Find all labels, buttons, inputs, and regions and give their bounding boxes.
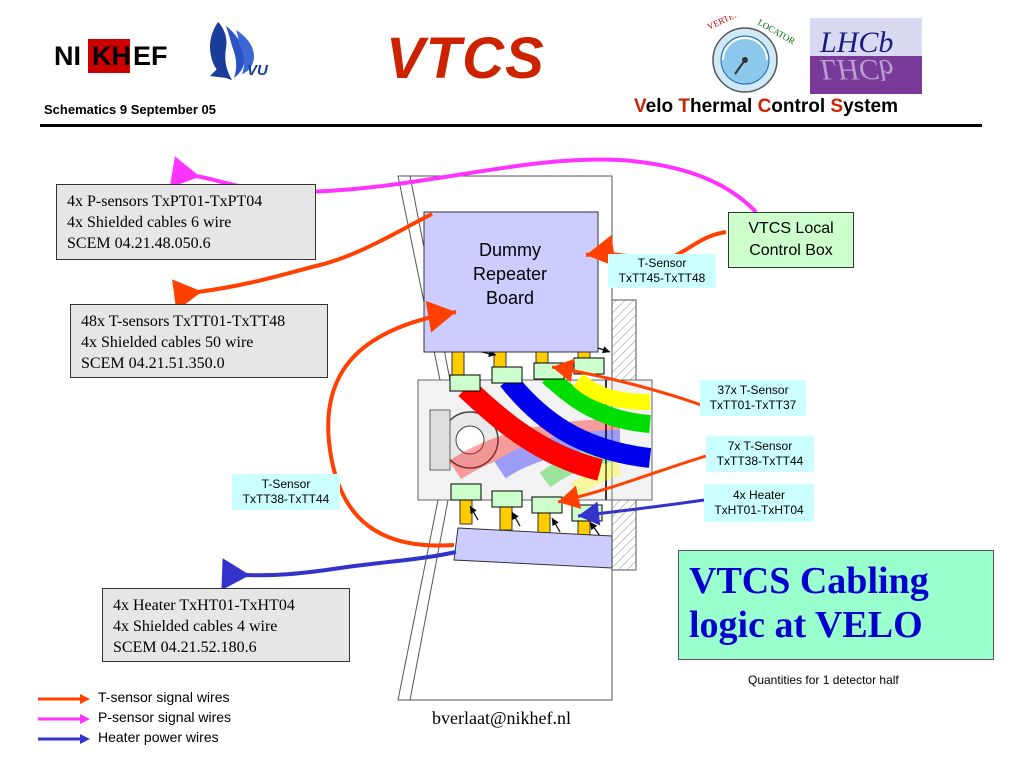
svg-text:LHCb: LHCb — [819, 53, 893, 86]
subtitle: Velo Thermal Control System — [634, 96, 898, 118]
date-line: Schematics 9 September 05 — [44, 102, 216, 117]
t-sensor-wire-board-out — [172, 212, 433, 312]
legend-item-t-sensor: T-sensor signal wires — [36, 688, 296, 708]
t-sensors-box: 48x T-sensors TxTT01-TxTT48 4x Shielded … — [70, 304, 328, 378]
label-tsensor-38-44-right: 7x T-Sensor TxTT38-TxTT44 — [706, 436, 814, 472]
svg-text:NI: NI — [54, 41, 81, 71]
label-tsensor-1-37: 37x T-Sensor TxTT01-TxTT37 — [700, 380, 806, 416]
page-title: VTCS — [386, 26, 545, 91]
legend-label-p-sensor: P-sensor signal wires — [98, 709, 232, 725]
t-sensor-wire-7 — [557, 454, 707, 509]
legend-label-t-sensor: T-sensor signal wires — [98, 689, 230, 705]
heaters-box: 4x Heater TxHT01-TxHT04 4x Shielded cabl… — [102, 588, 350, 662]
p-sensors-line-1: 4x P-sensors TxPT01-TxPT04 — [67, 193, 263, 210]
p-sensors-line-2: 4x Shielded cables 6 wire — [67, 214, 232, 231]
legend-arrow-t-icon — [38, 694, 90, 704]
legend-arrow-p-icon — [38, 714, 90, 724]
header-divider — [40, 124, 982, 127]
vu-logo — [190, 16, 270, 88]
flex-cables — [458, 369, 652, 481]
dummy-board-line-2: Repeater — [472, 264, 548, 284]
svg-text:EF: EF — [133, 41, 168, 71]
legend: T-sensor signal wires P-sensor signal wi… — [36, 688, 296, 752]
subtitle-cap-s: S — [830, 96, 844, 117]
heaters-line-3: SCEM 04.21.52.180.6 — [113, 639, 257, 656]
t-sensors-line-3: SCEM 04.21.51.350.0 — [81, 355, 225, 372]
legend-label-heater: Heater power wires — [98, 729, 219, 745]
cabling-title-line-1: VTCS Cabling — [689, 560, 929, 602]
flange-hatch-top — [611, 299, 637, 381]
lhcb-logo: LHCb LHCb — [810, 18, 922, 94]
label-tsensor-45-48-line-1: T-Sensor — [637, 256, 687, 270]
label-tsensor-38-44-left: T-Sensor TxTT38-TxTT44 — [232, 474, 340, 510]
label-tsensor-1-37-line-1: 37x T-Sensor — [717, 383, 789, 397]
legend-item-p-sensor: P-sensor signal wires — [36, 708, 296, 728]
t-sensors-line-1: 48x T-sensors TxTT01-TxTT48 — [81, 313, 286, 330]
heater-wire-right — [577, 498, 705, 526]
quantities-note: Quantities for 1 detector half — [748, 673, 899, 687]
label-tsensor-38-44-left-line-2: TxTT38-TxTT44 — [242, 492, 330, 506]
legend-item-heater: Heater power wires — [36, 728, 296, 748]
subtitle-cap-v: V — [634, 96, 646, 117]
subtitle-cap-c: C — [757, 96, 772, 117]
label-tsensor-1-37-line-2: TxTT01-TxTT37 — [709, 398, 797, 412]
local-control-box: VTCS Local Control Box — [728, 212, 854, 268]
svg-text:KH: KH — [92, 41, 131, 71]
svg-text:LHCb: LHCb — [819, 26, 893, 59]
heaters-line-1: 4x Heater TxHT01-TxHT04 — [113, 597, 295, 614]
local-control-box-line-1: VTCS Local — [748, 220, 834, 237]
t-sensor-wire-loop — [326, 300, 457, 548]
subtitle-cap-t: T — [678, 96, 690, 117]
legend-arrow-h-icon — [38, 734, 90, 744]
label-heater-right: 4x Heater TxHT01-TxHT04 — [704, 484, 814, 522]
t-sensors-line-2: 4x Shielded cables 50 wire — [81, 334, 254, 351]
vu-logo-text: VU — [247, 62, 268, 79]
label-tsensor-45-48: T-Sensor TxTT45-TxTT48 — [608, 254, 716, 288]
label-tsensor-38-44-left-line-1: T-Sensor — [261, 477, 311, 491]
nikhef-logo: NI KH EF — [52, 36, 180, 76]
label-tsensor-45-48-line-2: TxTT45-TxTT48 — [618, 271, 706, 285]
subtitle-rest-s: ystem — [843, 96, 899, 117]
dummy-board-line-1: Dummy — [479, 240, 541, 260]
p-sensors-box: 4x P-sensors TxPT01-TxPT04 4x Shielded c… — [56, 184, 316, 260]
label-heater-right-line-1: 4x Heater — [732, 488, 786, 502]
subtitle-rest-v: elo — [645, 96, 679, 117]
dummy-board-line-3: Board — [485, 288, 535, 308]
label-heater-right-line-2: TxHT01-TxHT04 — [714, 503, 804, 517]
subtitle-rest-c: ontrol — [771, 96, 831, 117]
label-tsensor-38-44-right-line-1: 7x T-Sensor — [727, 439, 793, 453]
p-sensors-line-3: SCEM 04.21.48.050.6 — [67, 235, 211, 252]
author-email: bverlaat@nikhef.nl — [432, 708, 572, 728]
dummy-board-label: Dummy Repeater Board — [460, 238, 560, 310]
lower-board — [453, 527, 613, 569]
t-sensor-wire-37 — [551, 358, 705, 408]
subtitle-rest-t: hermal — [689, 96, 758, 117]
cabling-title-box: VTCS Cabling logic at VELO — [678, 550, 994, 660]
local-control-box-line-2: Control Box — [749, 242, 833, 259]
label-tsensor-38-44-right-line-2: TxTT38-TxTT44 — [716, 454, 804, 468]
heater-wire-left — [221, 550, 457, 591]
heaters-line-2: 4x Shielded cables 4 wire — [113, 618, 278, 635]
cabling-title-line-2: logic at VELO — [689, 604, 923, 646]
